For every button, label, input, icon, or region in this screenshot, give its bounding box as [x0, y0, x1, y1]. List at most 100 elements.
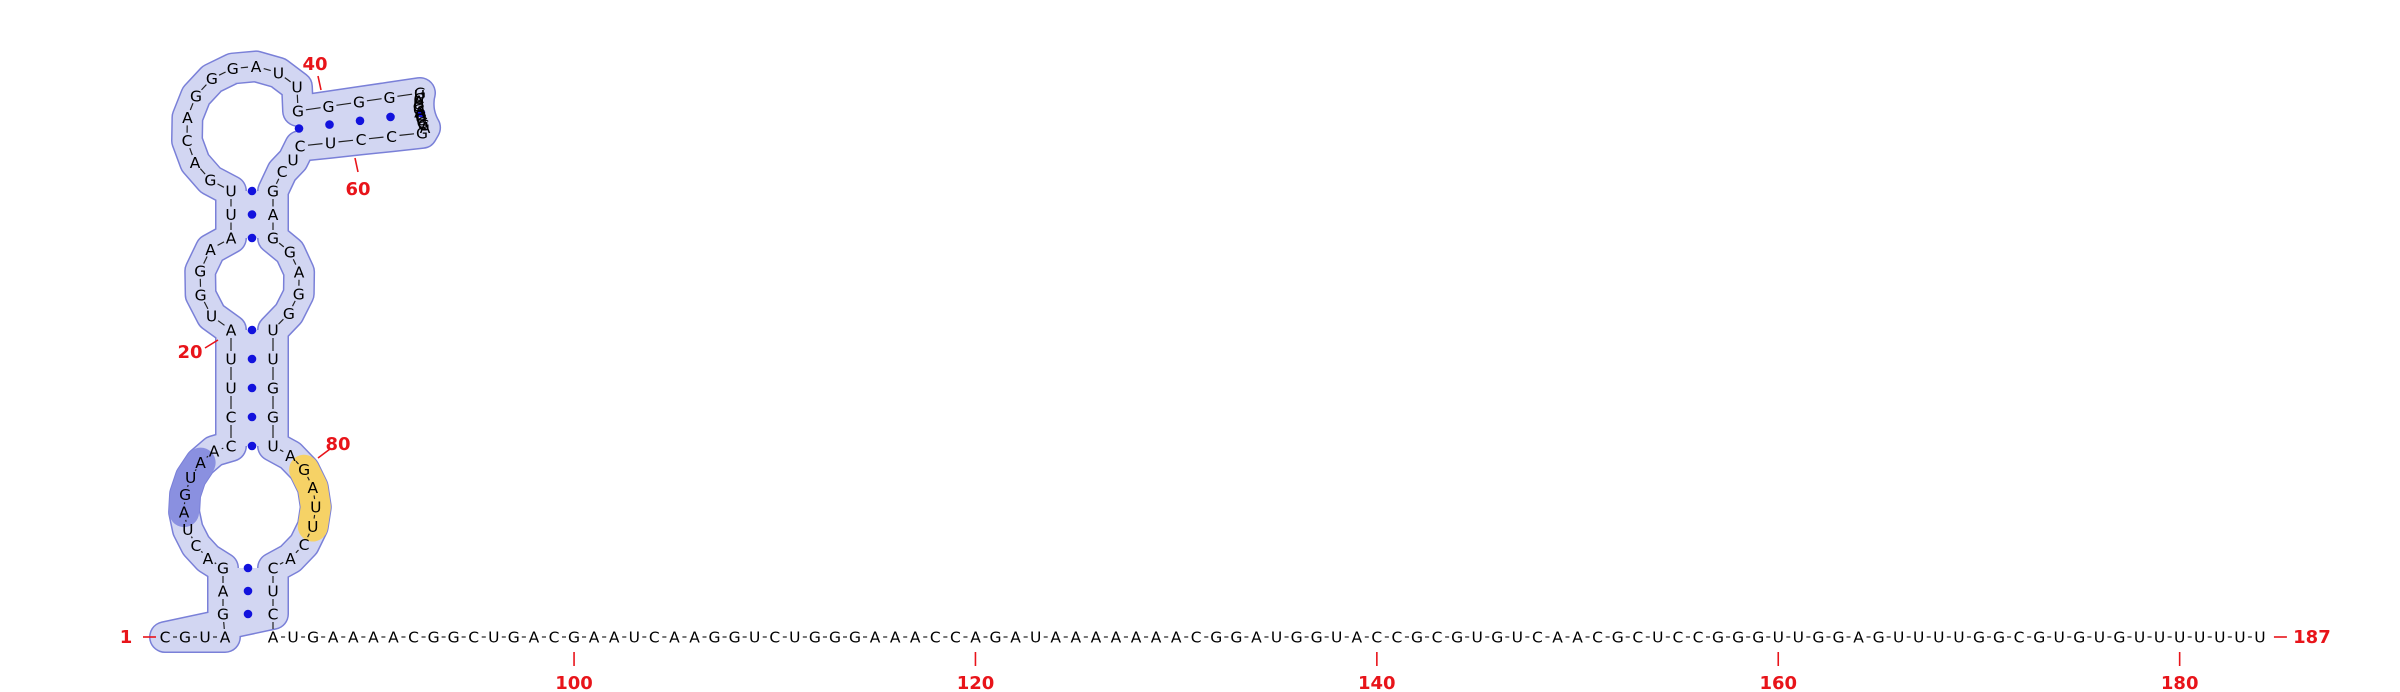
nucleotide-45: A	[413, 93, 424, 111]
nucleotide-146: G	[1491, 629, 1503, 647]
nucleotide-105: A	[669, 629, 680, 647]
nucleotide-184: U	[2254, 629, 2265, 647]
nucleotide-128: A	[1131, 629, 1142, 647]
nucleotide-58: C	[356, 131, 367, 149]
nucleotide-166: U	[1893, 629, 1904, 647]
nucleotide-170: G	[1973, 629, 1985, 647]
nucleotide-53: G	[417, 114, 429, 132]
position-label-120: 120	[957, 673, 995, 692]
nucleotide-103: U	[629, 629, 640, 647]
nucleotide-5: G	[217, 606, 229, 624]
backbone-segment	[221, 447, 224, 450]
backbone-segment	[240, 66, 249, 69]
nucleotide-114: G	[849, 629, 861, 647]
nucleotide-9: C	[190, 537, 201, 555]
nucleotide-163: G	[1832, 629, 1844, 647]
backbone-segment	[399, 133, 415, 136]
position-label-160: 160	[1760, 673, 1798, 692]
backbone-segment	[295, 549, 299, 554]
nucleotide-137: G	[1311, 629, 1323, 647]
backbone-segment	[200, 550, 203, 554]
backbone-segment	[217, 320, 225, 326]
nucleotide-180: U	[2174, 629, 2185, 647]
nucleotide-34: G	[227, 60, 239, 78]
nucleotide-127: A	[1111, 629, 1122, 647]
nucleotide-6: A	[218, 583, 229, 601]
position-label-40: 40	[302, 54, 327, 75]
nucleotide-25: A	[226, 230, 237, 248]
base-pair-dot	[247, 186, 257, 196]
nucleotide-159: G	[1752, 629, 1764, 647]
nucleotide-121: G	[989, 629, 1001, 647]
backbone-segment	[305, 107, 321, 111]
nucleotide-30: C	[182, 132, 193, 150]
nucleotide-100: G	[568, 629, 580, 647]
nucleotide-165: G	[1873, 629, 1885, 647]
nucleotide-48: G	[413, 101, 425, 119]
nucleotide-99: C	[549, 629, 560, 647]
base-pair-dot	[247, 325, 257, 335]
nucleotide-4: A	[220, 629, 231, 647]
base-pair-dot	[247, 233, 257, 243]
nucleotide-10: U	[182, 521, 193, 539]
nucleotide-57: C	[386, 128, 397, 146]
backbone-segment	[307, 476, 310, 481]
nucleotide-147: U	[1512, 629, 1523, 647]
nucleotide-108: G	[729, 629, 741, 647]
nucleotide-55: A	[420, 119, 431, 137]
base-pair-dot	[416, 108, 426, 118]
nucleotide-111: U	[789, 629, 800, 647]
backbone-segment	[279, 561, 284, 565]
backbone-segment	[313, 514, 316, 519]
nucleotide-75: A	[285, 447, 296, 465]
nucleotide-61: U	[287, 152, 298, 170]
nucleotide-56: G	[416, 125, 428, 143]
nucleotide-33: G	[206, 70, 218, 88]
nucleotide-76: G	[298, 461, 310, 479]
nucleotide-41: G	[383, 89, 395, 107]
nucleotide-1: C	[160, 629, 171, 647]
nucleotide-107: G	[708, 629, 720, 647]
nucleotide-164: A	[1853, 629, 1864, 647]
backbone-segment	[189, 147, 193, 156]
nucleotide-15: A	[209, 443, 220, 461]
nucleotide-8: A	[203, 550, 214, 568]
nucleotide-178: U	[2134, 629, 2145, 647]
nucleotide-14: A	[195, 454, 206, 472]
nucleotide-120: A	[970, 629, 981, 647]
nucleotide-145: U	[1472, 629, 1483, 647]
nucleotide-26: U	[225, 206, 236, 224]
nucleotide-83: U	[267, 583, 278, 601]
nucleotide-124: A	[1050, 629, 1061, 647]
nucleotide-95: C	[468, 629, 479, 647]
nucleotide-96: U	[488, 629, 499, 647]
nucleotide-50: C	[415, 106, 426, 124]
nucleotide-148: C	[1532, 629, 1543, 647]
backbone-segment	[263, 68, 271, 72]
nucleotide-54: G	[418, 117, 430, 135]
nucleotide-77: A	[307, 479, 318, 497]
position-label-20: 20	[177, 342, 202, 363]
nucleotide-133: G	[1230, 629, 1242, 647]
backbone-segment	[295, 460, 299, 465]
nucleotide-62: C	[277, 163, 288, 181]
nucleotide-172: C	[2014, 629, 2025, 647]
backbone-segment	[190, 536, 193, 539]
base-pair-dot	[325, 120, 334, 129]
nucleotide-16: C	[226, 438, 237, 456]
nucleotide-23: G	[194, 262, 206, 280]
nucleotide-149: A	[1552, 629, 1563, 647]
nucleotide-126: A	[1091, 629, 1102, 647]
base-pair-dot	[247, 354, 257, 364]
nucleotide-144: G	[1451, 629, 1463, 647]
nucleotide-68: G	[293, 285, 305, 303]
nucleotide-94: G	[448, 629, 460, 647]
base-pair-dot	[247, 210, 257, 219]
nucleotide-93: G	[428, 629, 440, 647]
nucleotide-27: U	[225, 183, 236, 201]
nucleotide-31: A	[182, 109, 193, 127]
nucleotide-88: A	[328, 629, 339, 647]
base-pair-dot	[294, 124, 304, 133]
